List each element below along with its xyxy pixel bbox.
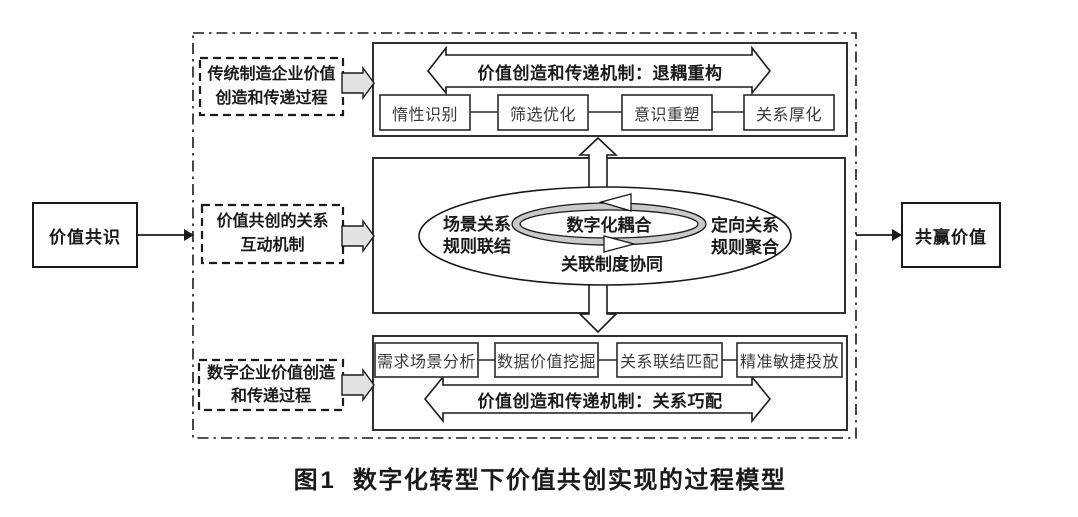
bottom-step-box xyxy=(494,342,599,378)
output-arrowhead-icon xyxy=(892,229,902,241)
top-step-box xyxy=(743,94,835,131)
matching-mechanism-label: 价值创造和传递机制：关系巧配 xyxy=(477,391,723,411)
bottom-step-box xyxy=(616,342,723,378)
block-arrow-traditional-icon xyxy=(341,65,375,101)
bottom-step-label: 数据价值挖掘 xyxy=(496,354,596,371)
coupling-institution-label: 关联制度协同 xyxy=(561,255,663,274)
input-node-box xyxy=(32,202,138,268)
bottom-step-box xyxy=(374,342,479,378)
stage-label-traditional: 传统制造企业价值 创造和传递过程 xyxy=(207,65,336,107)
figure-caption: 图1 数字化转型下价值共创实现的过程模型 xyxy=(270,461,810,494)
bottom-step-label: 关系联结匹配 xyxy=(619,354,719,371)
input-node-label: 价值共识 xyxy=(49,227,121,247)
output-node-box xyxy=(901,202,1001,268)
top-step-box xyxy=(497,94,589,131)
top-step-label: 筛选优化 xyxy=(509,106,576,124)
caption-number: 图1 xyxy=(293,466,337,494)
block-arrow-digital-icon xyxy=(341,367,375,403)
input-arrowhead-icon xyxy=(184,229,194,241)
stage-label-digital: 数字企业价值创造 和传递过程 xyxy=(206,365,335,405)
coupling-scene-label: 场景关系 规则联结 xyxy=(443,215,511,256)
block-arrow-interaction-icon xyxy=(341,218,375,254)
up-arrow-icon xyxy=(577,136,619,193)
top-step-label: 惰性识别 xyxy=(391,106,458,124)
decoupling-mechanism-arrow-icon xyxy=(426,45,772,96)
output-node-label: 共赢价值 xyxy=(915,227,987,247)
cycle-arrow-right-icon xyxy=(603,235,637,253)
coupling-core-label: 数字化耦合 xyxy=(566,216,652,235)
caption-title: 数字化转型下价值共创实现的过程模型 xyxy=(352,466,787,494)
decoupling-mechanism-label: 价值创造和传递机制：退耦重构 xyxy=(477,63,723,83)
coupling-directed-label: 定向关系 规则聚合 xyxy=(711,216,779,257)
top-step-label: 关系厚化 xyxy=(755,106,822,124)
bottom-step-label: 精准敏捷投放 xyxy=(739,354,839,371)
bottom-step-box xyxy=(736,342,843,378)
stage-box-traditional xyxy=(198,56,345,117)
cycle-arrow-left-icon xyxy=(598,193,632,212)
top-step-label: 意识重塑 xyxy=(633,106,700,124)
matching-mechanism-arrow-icon xyxy=(423,374,772,424)
stage-label-interaction: 价值共创的关系 互动机制 xyxy=(216,213,329,254)
top-step-box xyxy=(621,94,713,131)
top-step-box xyxy=(379,94,471,131)
bottom-step-label: 需求场景分析 xyxy=(376,354,476,371)
